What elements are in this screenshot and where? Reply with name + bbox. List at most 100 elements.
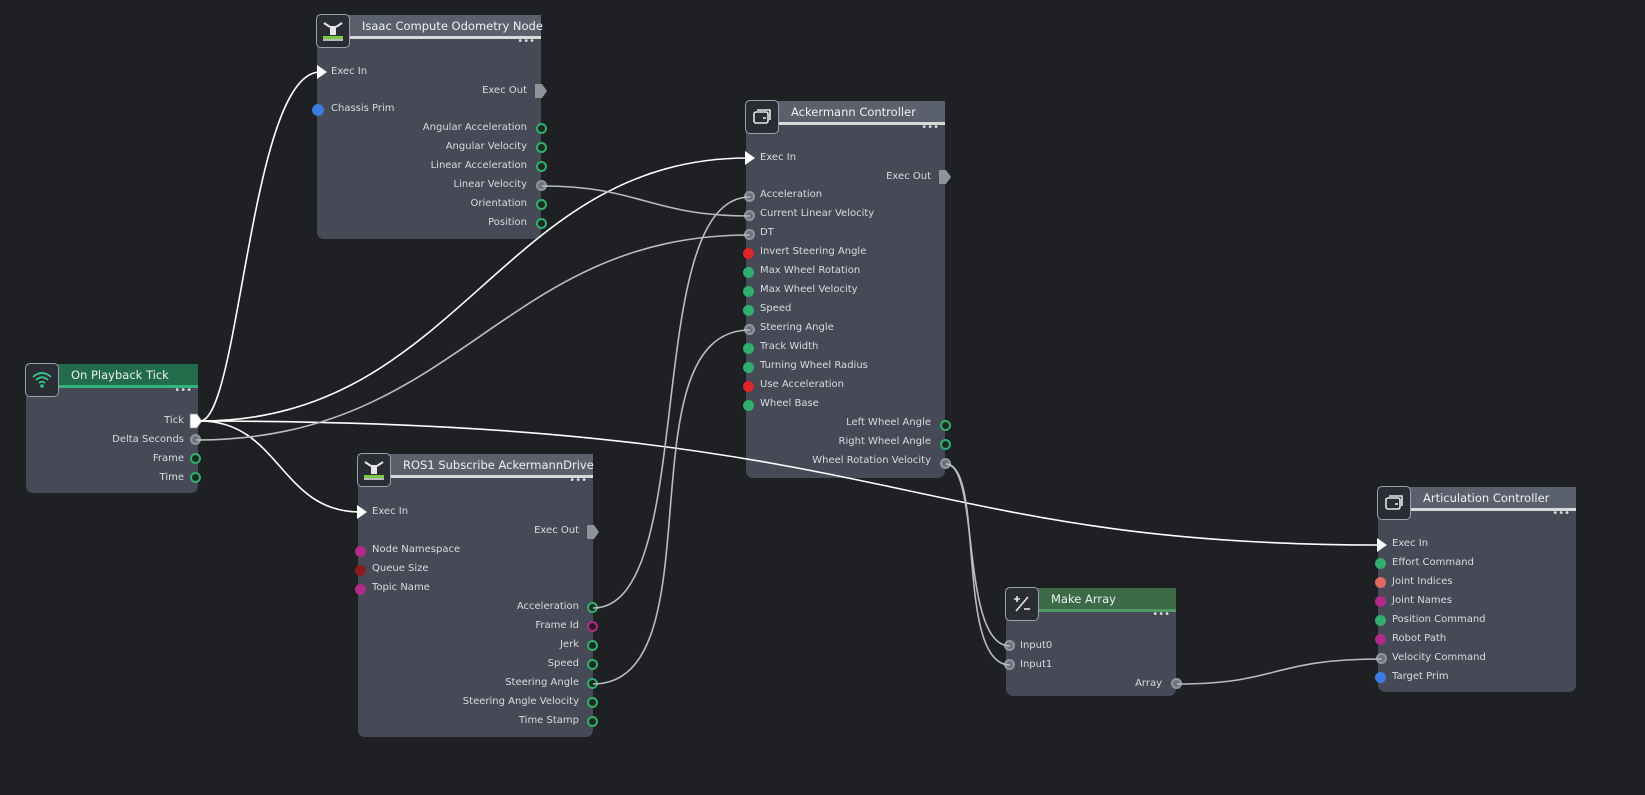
odometry-exec-out-pin[interactable] [534,83,548,99]
chassis-prim-pin[interactable] [312,104,324,116]
controller-icon [1377,486,1411,520]
port-exec-in-label: Exec In [331,66,368,77]
angular-acceleration-pin[interactable] [536,123,547,134]
steering-angle-in-pin[interactable] [744,324,755,335]
linear-velocity-pin[interactable] [536,180,547,191]
input0-pin[interactable] [1004,640,1015,651]
port-steering-angle-label: Steering Angle [760,322,834,333]
node-header[interactable] [317,15,541,39]
node-title: Articulation Controller [1423,491,1550,505]
velocity-command-pin[interactable] [1376,653,1387,664]
acceleration-in-pin[interactable] [744,191,755,202]
node-title: Ackermann Controller [791,105,916,119]
queue-size-pin[interactable] [355,565,366,576]
max-wheel-rotation-pin[interactable] [743,267,754,278]
dt-in-pin[interactable] [744,229,755,240]
invert-steering-angle-pin[interactable] [743,248,754,259]
port-steering-angle-velocity-label: Steering Angle Velocity [462,696,579,707]
speed-in-pin[interactable] [743,305,754,316]
left-wheel-angle-pin[interactable] [940,420,951,431]
input1-pin[interactable] [1004,659,1015,670]
node-articulation-controller[interactable]: Articulation Controller ••• Exec In Effo… [1377,486,1576,692]
time-pin[interactable] [190,472,201,483]
ros-acceleration-pin[interactable] [587,602,598,613]
topic-name-pin[interactable] [355,584,366,595]
port-acceleration-label: Acceleration [516,601,579,612]
port-acceleration-label: Acceleration [760,189,823,200]
node-header[interactable] [746,101,945,125]
node-make-array[interactable]: Make Array ••• Input0 Input1 Array [1005,587,1176,696]
port-node-namespace-label: Node Namespace [372,544,461,555]
port-velocity-command-label: Velocity Command [1392,652,1486,663]
wire-tick-to-odometry [199,71,321,422]
port-tick-label: Tick [164,415,184,426]
port-jerk-label: Jerk [559,639,579,650]
more-icon[interactable]: ••• [1552,508,1570,519]
use-acceleration-pin[interactable] [743,381,754,392]
ackermann-exec-out-pin[interactable] [938,169,952,185]
position-pin[interactable] [536,218,547,229]
time-stamp-pin[interactable] [587,716,598,727]
track-width-pin[interactable] [743,343,754,354]
ros-steering-angle-pin[interactable] [587,678,598,689]
jerk-pin[interactable] [587,640,598,651]
port-chassis-prim-label: Chassis Prim [331,103,395,114]
robot-path-pin[interactable] [1375,634,1386,645]
ros-exec-out-pin[interactable] [586,524,600,540]
target-prim-pin[interactable] [1375,672,1386,683]
port-target-prim-label: Target Prim [1392,671,1449,682]
node-ros1-subscribe-ackermanndrive[interactable]: ROS1 Subscribe AckermannDrive ••• Exec I… [357,453,594,737]
turning-wheel-radius-pin[interactable] [743,362,754,373]
linear-acceleration-pin[interactable] [536,161,547,172]
wifi-icon [25,363,59,397]
frame-pin[interactable] [190,453,201,464]
more-icon[interactable]: ••• [1152,609,1170,620]
port-wheel-base-label: Wheel Base [760,398,819,409]
port-joint-indices-label: Joint Indices [1392,576,1453,587]
ros-exec-in-pin[interactable] [357,505,367,519]
port-robot-path-label: Robot Path [1392,633,1447,644]
wire-linvel-to-current-linvel [541,185,751,217]
port-speed-label: Speed [760,303,792,314]
ackermann-exec-in-pin[interactable] [745,151,755,165]
odometry-exec-in-pin[interactable] [317,65,327,79]
port-left-wheel-angle-label: Left Wheel Angle [846,417,931,428]
port-max-wheel-rotation-label: Max Wheel Rotation [760,265,861,276]
node-title: On Playback Tick [71,368,169,382]
node-namespace-pin[interactable] [355,546,366,557]
port-angular-acceleration-label: Angular Acceleration [422,122,527,133]
more-icon[interactable]: ••• [174,385,192,396]
wheel-base-pin[interactable] [743,400,754,411]
array-pin[interactable] [1171,678,1182,689]
steering-angle-velocity-pin[interactable] [587,697,598,708]
frame-id-pin[interactable] [587,621,598,632]
node-on-playback-tick[interactable]: On Playback Tick ••• Tick Delta Seconds … [25,363,198,493]
articulation-exec-in-pin[interactable] [1377,538,1387,552]
port-position-command-label: Position Command [1392,614,1486,625]
port-linear-velocity-label: Linear Velocity [453,179,528,190]
ros-speed-pin[interactable] [587,659,598,670]
max-wheel-velocity-pin[interactable] [743,286,754,297]
angular-velocity-pin[interactable] [536,142,547,153]
wheel-rotation-velocity-pin[interactable] [940,458,951,469]
port-frame-label: Frame [152,453,184,464]
position-command-pin[interactable] [1375,615,1386,626]
more-icon[interactable]: ••• [517,36,535,47]
more-icon[interactable]: ••• [921,122,939,133]
joint-indices-pin[interactable] [1375,577,1386,588]
port-steering-angle-label: Steering Angle [505,677,579,688]
tick-exec-out-pin[interactable] [189,413,203,429]
effort-command-pin[interactable] [1375,558,1386,569]
right-wheel-angle-pin[interactable] [940,439,951,450]
current-linear-velocity-in-pin[interactable] [744,210,755,221]
node-header[interactable] [1378,487,1576,511]
wire-ros-steer-to-steer [592,329,751,685]
node-compute-odometry[interactable]: Isaac Compute Odometry Node ••• Exec In … [316,14,543,239]
delta-seconds-pin[interactable] [190,434,201,445]
joint-names-pin[interactable] [1375,596,1386,607]
node-ackermann-controller[interactable]: Ackermann Controller ••• Exec In Exec Ou… [745,100,945,478]
more-icon[interactable]: ••• [569,475,587,486]
orientation-pin[interactable] [536,199,547,210]
port-queue-size-label: Queue Size [372,563,429,574]
